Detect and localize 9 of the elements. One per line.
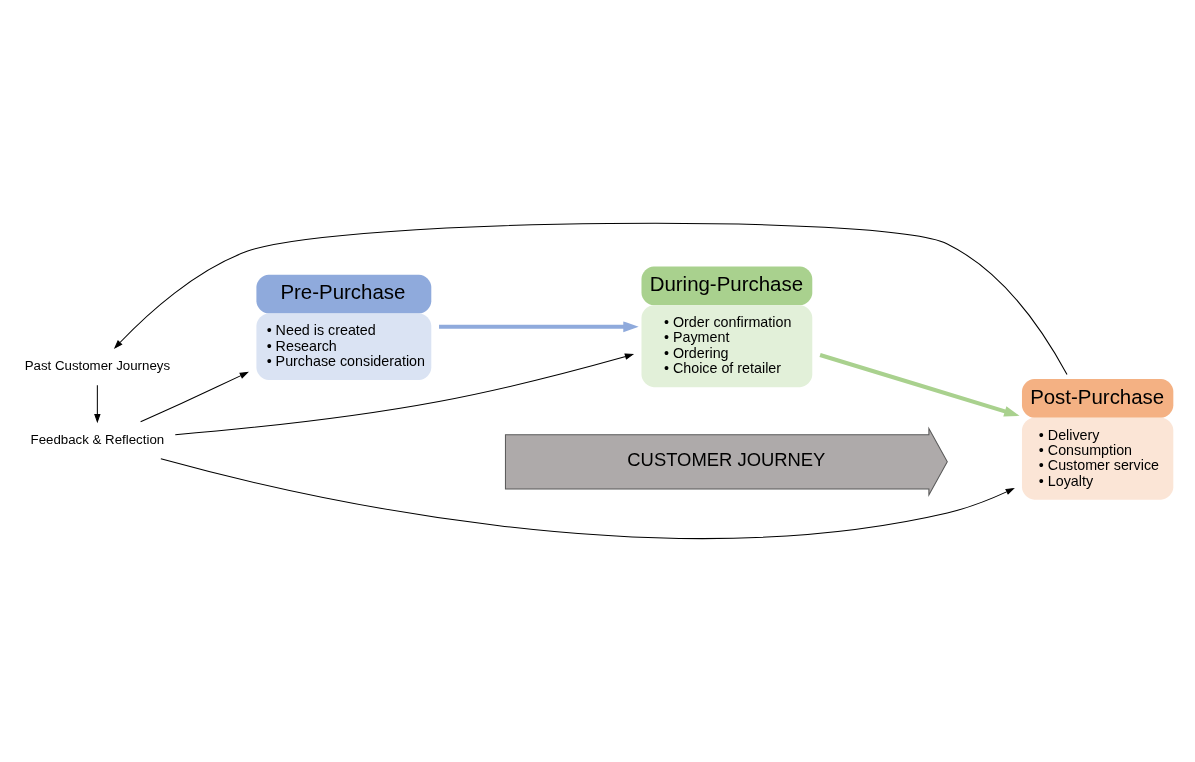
arrow [113, 222, 1068, 376]
node-text: Past Customer Journeys [24, 358, 171, 374]
arrow [819, 353, 1020, 417]
arrow [174, 353, 635, 436]
arrow [160, 458, 1015, 539]
arrow [439, 321, 639, 333]
arrow [140, 371, 249, 423]
arrow [94, 384, 101, 424]
node-text: Feedback & Reflection [30, 431, 165, 447]
